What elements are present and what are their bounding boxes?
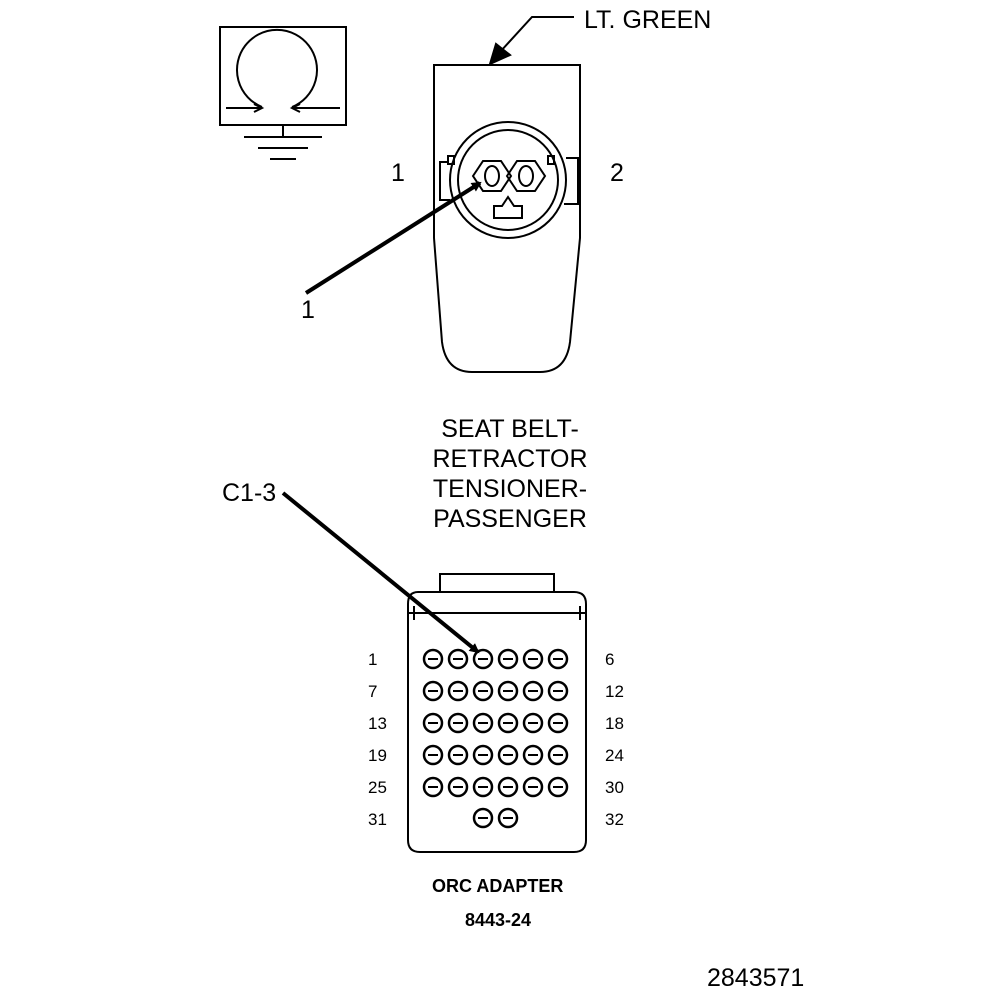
adapter-pin [547, 776, 569, 798]
adapter-pin [547, 648, 569, 670]
adapter-pin [547, 680, 569, 702]
adapter-pin [472, 744, 494, 766]
adapter-pin [447, 680, 469, 702]
adapter-pin [422, 680, 444, 702]
c1-3-callout-arrow [281, 491, 480, 654]
cavity-2 [518, 165, 534, 187]
adapter-pin [522, 776, 544, 798]
pin-label-right: 32 [605, 810, 624, 829]
adapter-pin [447, 648, 469, 670]
adapter-pin [472, 712, 494, 734]
adapter-pin [497, 648, 519, 670]
cavity-1-callout-arrow [304, 181, 482, 295]
pin-label-left: 1 [368, 650, 378, 669]
connector-face-inner [457, 129, 559, 231]
adapter-pin [447, 776, 469, 798]
cavity-label-1: 1 [391, 159, 405, 187]
pin-label-right: 6 [605, 650, 615, 669]
pin-label-left: 13 [368, 714, 387, 733]
title-line: PASSENGER [433, 505, 587, 533]
title-line: RETRACTOR [432, 445, 588, 473]
pin-label-right: 12 [605, 682, 624, 701]
squib-ground-symbol [219, 26, 347, 160]
adapter-housing [407, 591, 587, 853]
cavity-1 [484, 165, 500, 187]
adapter-pin [522, 648, 544, 670]
adapter-pin [472, 648, 494, 670]
adapter-pin [447, 744, 469, 766]
adapter-callout-label: C1-3 [222, 479, 277, 507]
adapter-pin-grid [422, 648, 569, 829]
adapter-pin [547, 712, 569, 734]
adapter-pin [422, 648, 444, 670]
cavity-callout-label: 1 [301, 296, 315, 324]
adapter-pin [522, 744, 544, 766]
adapter-pin [472, 776, 494, 798]
left-latch [439, 161, 450, 201]
pin-label-left: 7 [368, 682, 378, 701]
adapter-name: ORC ADAPTER [432, 876, 564, 896]
adapter-pin [447, 712, 469, 734]
connector-key [493, 195, 523, 219]
pin-label-right: 24 [605, 746, 624, 765]
adapter-pin [547, 744, 569, 766]
adapter-pin [497, 744, 519, 766]
squib-box [219, 26, 347, 126]
connector-face-outer [449, 121, 567, 239]
component-title: SEAT BELT- RETRACTOR TENSIONER- PASSENGE… [410, 414, 610, 534]
pin-label-left: 31 [368, 810, 387, 829]
title-line: SEAT BELT- [441, 415, 579, 443]
adapter-part-number: 8443-24 [465, 910, 532, 930]
adapter-pin [472, 807, 494, 829]
figure-number: 2843571 [707, 964, 805, 992]
title-line: TENSIONER- [432, 475, 588, 503]
cavity-2-hex [505, 160, 547, 192]
wire-color-label: LT. GREEN [584, 6, 712, 34]
tensioner-connector [433, 64, 581, 373]
wire-color-leader [488, 16, 574, 66]
orc-adapter [407, 573, 587, 853]
adapter-pin [472, 680, 494, 702]
adapter-pin [522, 680, 544, 702]
pin-label-left: 25 [368, 778, 387, 797]
adapter-pin [497, 712, 519, 734]
pin-label-right: 30 [605, 778, 624, 797]
connector-housing [433, 64, 581, 373]
adapter-tab [439, 573, 555, 593]
adapter-pin [497, 807, 519, 829]
squib-loop [236, 28, 318, 108]
adapter-pin [497, 680, 519, 702]
adapter-pin [422, 712, 444, 734]
cavity-1-hex [471, 160, 513, 192]
adapter-pin [497, 776, 519, 798]
adapter-pin [522, 712, 544, 734]
adapter-pin [422, 744, 444, 766]
pin-label-left: 19 [368, 746, 387, 765]
pin-label-right: 18 [605, 714, 624, 733]
right-latch [564, 157, 579, 205]
cavity-label-2: 2 [610, 159, 624, 187]
adapter-pin [422, 776, 444, 798]
